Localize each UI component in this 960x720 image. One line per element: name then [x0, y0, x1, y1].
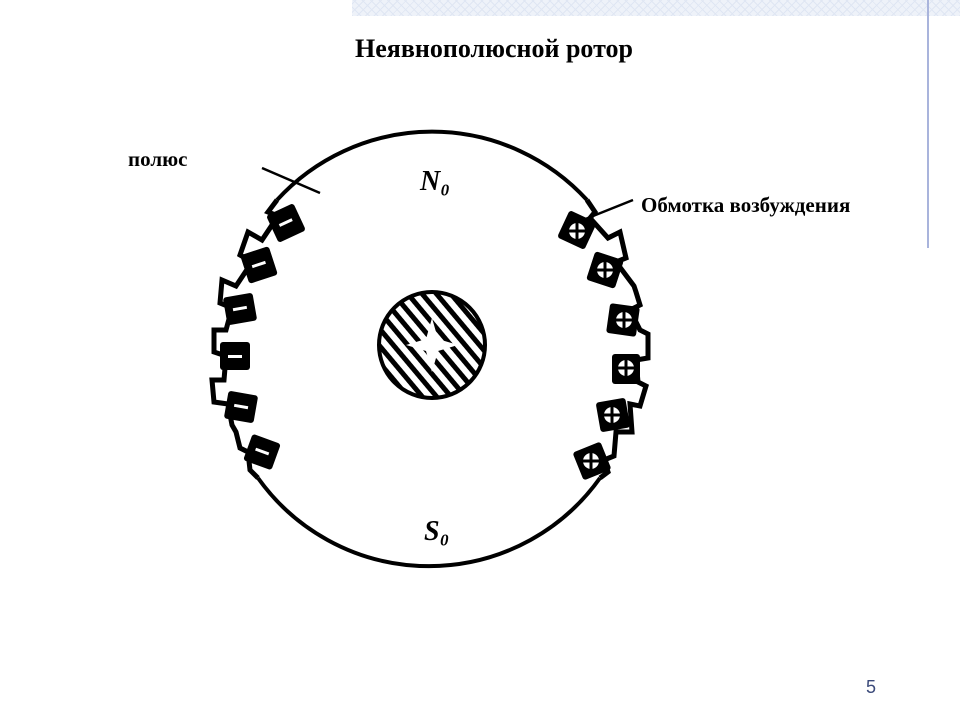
slot-minus-2 — [240, 246, 278, 284]
slot-minus-1 — [267, 204, 305, 242]
rotor-outline-top-arc — [275, 129, 589, 202]
slot-plus-6 — [573, 442, 611, 480]
slot-plus-3 — [606, 303, 640, 337]
slot-minus-6 — [243, 434, 281, 470]
slot-plus-4 — [612, 354, 640, 384]
slot-plus-5 — [596, 398, 630, 432]
right-slot-group — [558, 198, 651, 480]
north-pole-mark: N₀ — [419, 166, 450, 197]
south-pole-mark: S₀ — [424, 516, 449, 547]
rotor-outline-bottom-arc — [256, 476, 602, 569]
field-winding-label: Обмотка возбуждения — [641, 193, 851, 217]
slot-minus-4 — [220, 342, 250, 370]
slide-title: Неявнополюсной ротор — [355, 34, 633, 63]
rotor-shaft — [377, 290, 487, 400]
pole-pointer-line — [261, 166, 321, 195]
slot-minus-3 — [223, 293, 257, 325]
left-slot-group — [209, 198, 305, 480]
header-pattern-band — [352, 0, 960, 16]
pole-label: полюс — [128, 147, 188, 171]
slot-plus-2 — [586, 251, 624, 289]
page-number: 5 — [866, 677, 877, 697]
side-accent-rule — [927, 0, 929, 248]
slot-plus-1 — [558, 211, 596, 249]
slot-minus-5 — [224, 391, 258, 423]
